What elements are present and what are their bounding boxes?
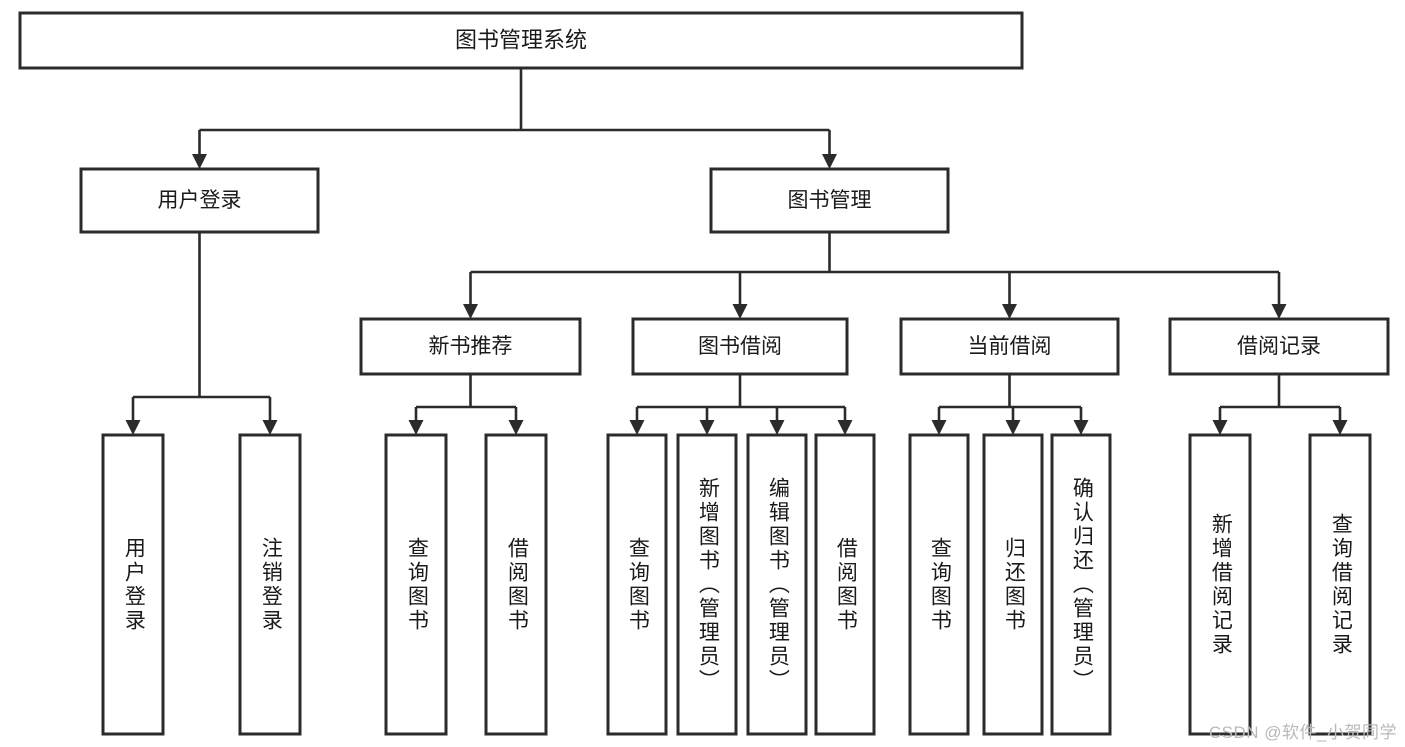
book-borrow-edge-2-head bbox=[769, 420, 785, 435]
node-box-book-borrow[interactable] bbox=[631, 317, 849, 376]
root-edge-0-head bbox=[192, 154, 207, 169]
watermark: CSDN @软件_小贺同学 bbox=[1208, 723, 1397, 742]
node-box-borrow-book-1[interactable] bbox=[484, 433, 548, 736]
node-box-book-manage[interactable] bbox=[709, 167, 950, 234]
book-manage-edge-1-head bbox=[732, 304, 748, 319]
node-box-current-borrow[interactable] bbox=[899, 317, 1120, 376]
node-box-user-logout[interactable] bbox=[238, 433, 302, 736]
node-box-add-book-admin[interactable] bbox=[676, 433, 738, 736]
new-book-rec-edge-1-head bbox=[508, 420, 524, 435]
user-login-edge-1-head bbox=[262, 420, 278, 435]
current-borrow-edge-1-head bbox=[1005, 420, 1021, 435]
book-manage-edge-3-head bbox=[1271, 304, 1287, 319]
node-box-edit-book-admin[interactable] bbox=[746, 433, 808, 736]
node-box-add-borrow-record[interactable] bbox=[1188, 433, 1252, 736]
node-label-book-manage: 图书管理 bbox=[788, 189, 872, 212]
node-label-user-login: 用户登录 bbox=[158, 189, 242, 212]
node-box-borrow-book-2[interactable] bbox=[814, 433, 876, 736]
node-box-query-book-1[interactable] bbox=[384, 433, 448, 736]
node-box-root[interactable] bbox=[18, 11, 1024, 70]
connector-layer bbox=[125, 68, 1348, 435]
borrow-record-edge-0-head bbox=[1212, 420, 1228, 435]
book-borrow-edge-1-head bbox=[699, 420, 715, 435]
book-borrow-edge-0-head bbox=[629, 420, 645, 435]
node-label-new-book-rec: 新书推荐 bbox=[429, 335, 513, 358]
user-login-edge-0-head bbox=[125, 420, 141, 435]
new-book-rec-edge-0-head bbox=[408, 420, 424, 435]
current-borrow-edge-0-head bbox=[931, 420, 947, 435]
node-box-return-book[interactable] bbox=[982, 433, 1044, 736]
node-box-confirm-return-admin[interactable] bbox=[1050, 433, 1112, 736]
book-manage-edge-0-head bbox=[463, 304, 478, 319]
node-box-new-book-rec[interactable] bbox=[359, 317, 582, 376]
book-borrow-edge-3-head bbox=[837, 420, 853, 435]
node-box-query-book-3[interactable] bbox=[908, 433, 970, 736]
book-manage-edge-2-head bbox=[1002, 304, 1017, 319]
current-borrow-edge-2-head bbox=[1073, 420, 1089, 435]
node-box-borrow-record[interactable] bbox=[1168, 317, 1390, 376]
node-box-query-book-2[interactable] bbox=[606, 433, 668, 736]
node-box-query-borrow-record[interactable] bbox=[1308, 433, 1372, 736]
node-box-user-login[interactable] bbox=[79, 167, 320, 234]
node-box-user-login-do[interactable] bbox=[101, 433, 165, 736]
node-label-current-borrow: 当前借阅 bbox=[968, 335, 1052, 358]
borrow-record-edge-1-head bbox=[1332, 420, 1348, 435]
node-label-book-borrow: 图书借阅 bbox=[698, 335, 782, 358]
root-edge-1-head bbox=[822, 154, 837, 169]
node-label-borrow-record: 借阅记录 bbox=[1237, 335, 1321, 358]
node-label-root: 图书管理系统 bbox=[455, 27, 587, 52]
